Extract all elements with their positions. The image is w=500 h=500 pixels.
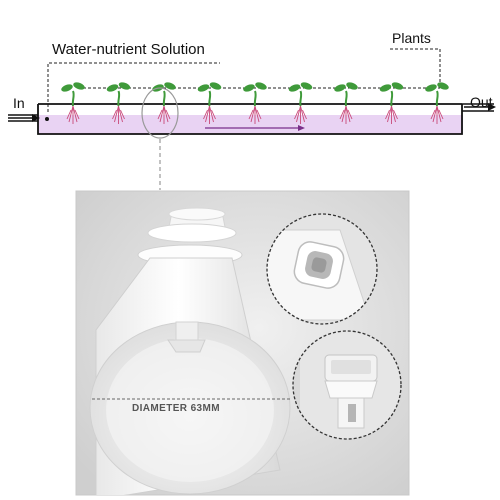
root bbox=[341, 105, 347, 123]
leaf bbox=[425, 84, 437, 92]
root bbox=[112, 109, 117, 120]
root bbox=[74, 109, 80, 120]
leaf bbox=[243, 84, 255, 92]
root bbox=[385, 109, 390, 120]
stem bbox=[117, 90, 121, 107]
leaf bbox=[255, 82, 267, 90]
stem bbox=[344, 90, 348, 107]
leaf bbox=[334, 84, 346, 92]
root bbox=[66, 109, 72, 120]
root bbox=[157, 109, 163, 120]
root bbox=[302, 109, 307, 120]
root bbox=[430, 109, 436, 120]
root bbox=[438, 109, 444, 120]
leaf bbox=[197, 84, 210, 92]
outlet-arrow bbox=[464, 103, 496, 111]
plant bbox=[288, 82, 313, 124]
root bbox=[248, 109, 254, 120]
plants-label: Plants bbox=[392, 30, 431, 46]
outlet-label: Out bbox=[470, 94, 493, 110]
plant bbox=[106, 82, 131, 124]
top-detail-circle bbox=[266, 213, 378, 325]
leaf bbox=[300, 82, 313, 90]
root bbox=[436, 105, 442, 123]
net-cup-photo bbox=[75, 190, 410, 496]
leaf bbox=[73, 82, 85, 90]
inlet-arrow bbox=[8, 114, 40, 122]
leaf bbox=[61, 84, 73, 92]
root bbox=[205, 105, 210, 123]
root bbox=[209, 105, 214, 123]
plant bbox=[425, 82, 449, 124]
root bbox=[294, 109, 299, 120]
stem bbox=[162, 90, 166, 107]
root bbox=[203, 109, 208, 120]
plant bbox=[334, 82, 358, 124]
diameter-label: DIAMETER 63MM bbox=[132, 403, 220, 414]
plant bbox=[379, 82, 404, 124]
stem bbox=[71, 90, 75, 107]
water-solution-label: Water-nutrient Solution bbox=[52, 41, 205, 58]
root bbox=[165, 109, 171, 120]
root bbox=[393, 109, 398, 120]
leaf bbox=[209, 82, 222, 90]
inlet-label: In bbox=[13, 95, 25, 111]
root bbox=[432, 105, 438, 123]
root bbox=[254, 105, 260, 123]
detail-highlight bbox=[141, 87, 179, 139]
root bbox=[72, 105, 78, 123]
plant bbox=[61, 82, 85, 124]
leaf bbox=[118, 82, 131, 90]
leaf bbox=[288, 84, 301, 92]
bottom-detail-circle bbox=[292, 330, 402, 440]
nft-channel bbox=[8, 103, 494, 135]
root bbox=[345, 105, 351, 123]
stem bbox=[299, 90, 303, 107]
leaf bbox=[346, 82, 358, 90]
root bbox=[391, 105, 396, 123]
stem bbox=[435, 90, 439, 107]
root bbox=[300, 105, 305, 123]
plants-callout-line bbox=[390, 48, 441, 88]
root bbox=[387, 105, 392, 123]
leaf bbox=[164, 82, 176, 90]
leaf bbox=[391, 82, 404, 90]
root bbox=[250, 105, 256, 123]
stem bbox=[253, 90, 257, 107]
leaf bbox=[437, 82, 449, 90]
root bbox=[211, 109, 216, 120]
callout-leaders bbox=[47, 48, 441, 112]
water-callout-line bbox=[47, 62, 220, 112]
root bbox=[256, 109, 262, 120]
root bbox=[296, 105, 301, 123]
plant-row bbox=[61, 82, 449, 124]
root bbox=[163, 105, 169, 123]
leaf bbox=[379, 84, 392, 92]
root bbox=[114, 105, 119, 123]
root bbox=[159, 105, 165, 123]
root bbox=[120, 109, 125, 120]
leaf bbox=[106, 84, 119, 92]
nutrient-solution bbox=[38, 115, 463, 134]
stem bbox=[208, 90, 212, 107]
root bbox=[68, 105, 74, 123]
root bbox=[347, 109, 353, 120]
plant bbox=[243, 82, 267, 124]
root bbox=[118, 105, 123, 123]
flow-arrow bbox=[205, 125, 305, 131]
plant bbox=[197, 82, 222, 124]
stem bbox=[390, 90, 394, 107]
root bbox=[339, 109, 345, 120]
